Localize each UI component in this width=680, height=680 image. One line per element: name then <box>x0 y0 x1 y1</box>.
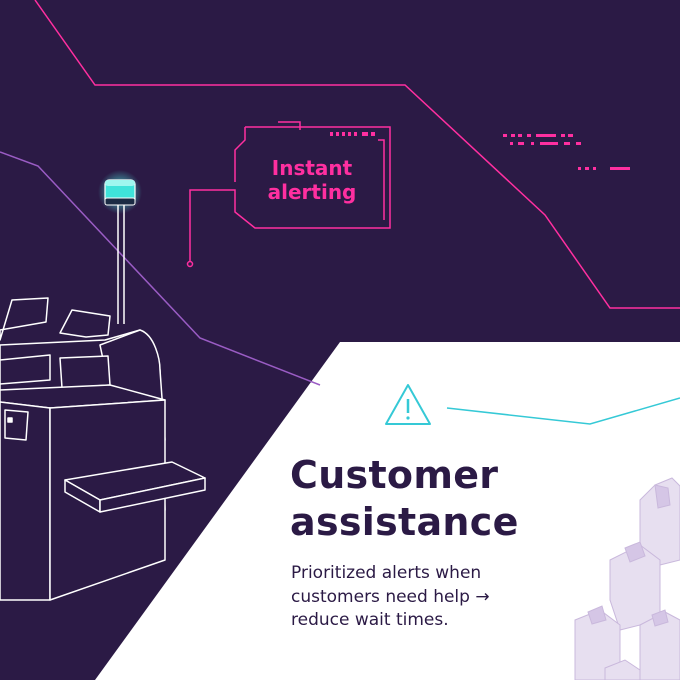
signal-dashes <box>503 134 630 170</box>
self-checkout-kiosk <box>0 297 206 601</box>
feature-description-line-2: customers need help → <box>291 586 490 607</box>
feature-description: Prioritized alerts when customers need h… <box>291 562 490 633</box>
callout-frame <box>186 121 391 268</box>
callout-dashes <box>330 132 375 136</box>
status-light-icon <box>98 170 142 324</box>
feature-title: Customer assistance <box>290 452 519 546</box>
teal-line <box>446 397 680 425</box>
feature-description-line-3: reduce wait times. <box>291 610 449 630</box>
callout-line-1: Instant <box>272 156 353 180</box>
callout-line-2: alerting <box>268 180 357 204</box>
feature-title-line-2: assistance <box>290 500 519 544</box>
feature-description-line-1: Prioritized alerts when <box>291 563 482 583</box>
kiosk-cluster <box>574 477 680 680</box>
feature-title-line-1: Customer <box>290 453 499 497</box>
circuit-line-violet <box>0 151 321 386</box>
warning-triangle-icon <box>385 384 431 425</box>
circuit-line-top <box>34 0 680 309</box>
white-panel <box>95 342 680 680</box>
